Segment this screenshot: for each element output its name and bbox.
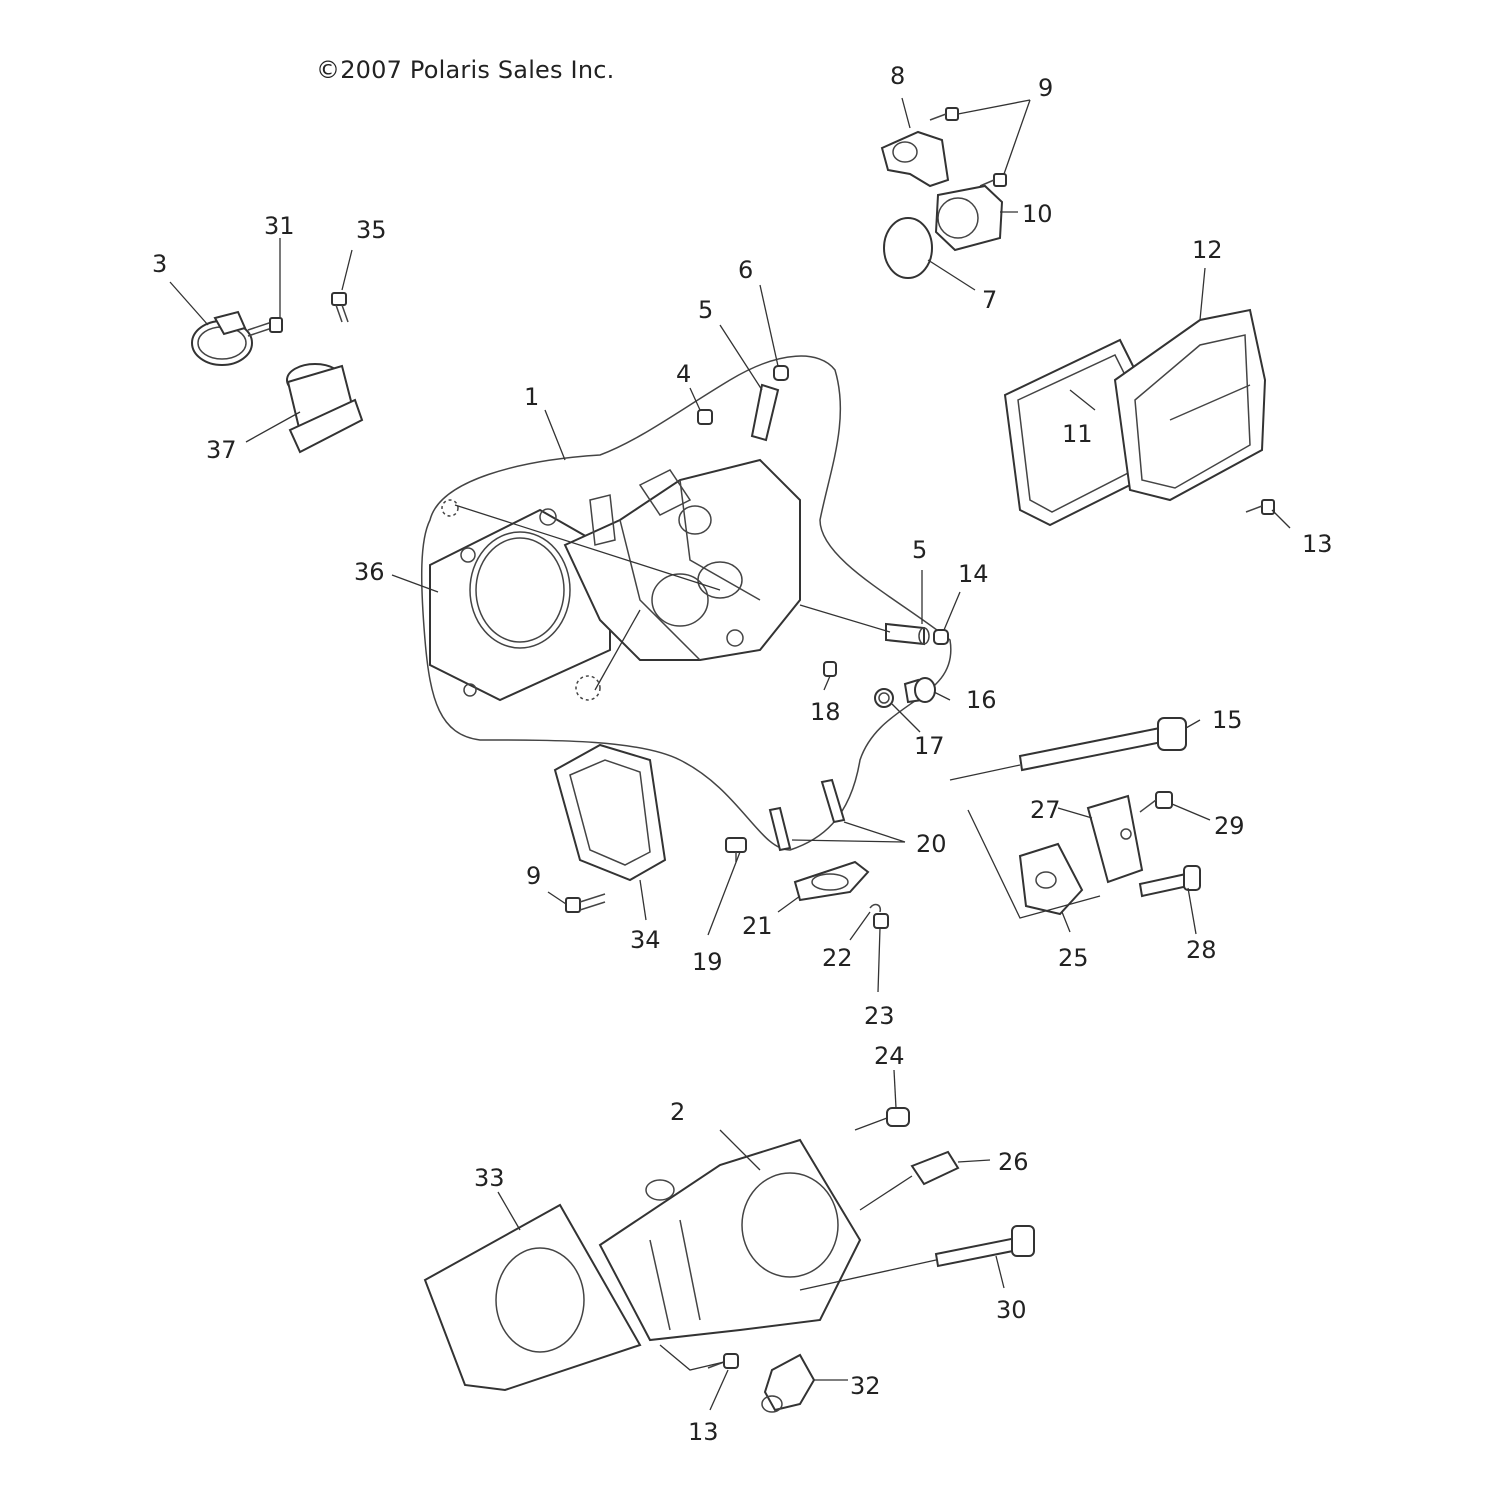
part-12-valve-cover: [1113, 308, 1267, 502]
part-28-bolt: [1138, 865, 1201, 898]
part-29-screw: [1139, 791, 1173, 813]
part-30-long-bolt: [934, 1225, 1035, 1268]
part-24-dowel: [886, 1107, 910, 1127]
callout-1: 1: [524, 383, 539, 411]
part-33-base-gasket: [423, 1203, 642, 1392]
part-10-housing: [934, 184, 1004, 252]
part-31-screw: [247, 317, 283, 337]
part-2-cylinder: [598, 1138, 862, 1342]
part-19-bolt: [725, 837, 747, 862]
part-36-head-gasket: [429, 508, 611, 702]
part-18-pin: [823, 661, 837, 677]
callout-22: 22: [822, 944, 853, 972]
callout-4: 4: [676, 360, 691, 388]
part-5-sleeve-right: [885, 622, 930, 646]
callout-8: 8: [890, 62, 905, 90]
part-23-plug: [873, 913, 889, 929]
part-27-bracket: [1086, 794, 1144, 884]
part-9-bolt-upper-a: [929, 107, 959, 121]
callout-31: 31: [264, 212, 295, 240]
leader-lines: [169, 97, 1291, 1411]
callout-29: 29: [1214, 812, 1245, 840]
part-20-studs: [768, 778, 846, 852]
callout-14: 14: [958, 560, 989, 588]
part-32-elbow: [761, 1353, 816, 1413]
callout-12: 12: [1192, 236, 1223, 264]
callout-19: 19: [692, 948, 723, 976]
callout-13-upper: 13: [1302, 530, 1333, 558]
part-16-plug: [903, 677, 936, 704]
part-37-intake-boot: [286, 363, 364, 454]
part-3-clamp: [191, 310, 253, 366]
callout-26: 26: [998, 1148, 1029, 1176]
callout-33: 33: [474, 1164, 505, 1192]
callout-13-lower: 13: [688, 1418, 719, 1446]
part-21-exhaust-gasket: [793, 860, 870, 902]
callout-27: 27: [1030, 796, 1061, 824]
callout-36: 36: [354, 558, 385, 586]
callout-20: 20: [916, 830, 947, 858]
part-13-bolt-cover: [1245, 499, 1275, 515]
callout-25: 25: [1058, 944, 1089, 972]
callout-21: 21: [742, 912, 773, 940]
part-6-cap: [773, 365, 789, 381]
callout-11: 11: [1062, 420, 1093, 448]
part-17-o-ring: [874, 688, 894, 708]
callout-10: 10: [1022, 200, 1053, 228]
callout-5-right: 5: [912, 536, 927, 564]
part-9-bolt-lower: [565, 893, 606, 913]
callout-35: 35: [356, 216, 387, 244]
part-26-fitting: [910, 1150, 960, 1186]
part-8-thermostat-housing: [880, 130, 950, 188]
part-9-bolt-upper-b: [979, 173, 1007, 187]
callout-6: 6: [738, 256, 753, 284]
callout-5-upper: 5: [698, 296, 713, 324]
part-1-cylinder-head: [441, 458, 801, 701]
callout-24: 24: [874, 1042, 905, 1070]
part-13-bolt-cylinder: [707, 1353, 739, 1369]
callout-23: 23: [864, 1002, 895, 1030]
part-5-sleeve-upper: [750, 383, 780, 442]
callout-9-upper: 9: [1038, 74, 1053, 102]
part-22-clip: [869, 903, 882, 913]
callout-3: 3: [152, 250, 167, 278]
callout-labels: 1 2 3 4 5 5 6 7 8 9 9 10 11 12 13 13 14 …: [152, 62, 1333, 1446]
callout-28: 28: [1186, 936, 1217, 964]
callout-37: 37: [206, 436, 237, 464]
part-4-dowel: [697, 409, 713, 425]
callout-15: 15: [1212, 706, 1243, 734]
copyright-text: ©2007 Polaris Sales Inc.: [316, 56, 615, 84]
callout-34: 34: [630, 926, 661, 954]
part-14-plug: [933, 629, 949, 645]
callout-30: 30: [996, 1296, 1027, 1324]
callout-18: 18: [810, 698, 841, 726]
callout-32: 32: [850, 1372, 881, 1400]
part-7-o-ring: [883, 217, 933, 279]
callout-16: 16: [966, 686, 997, 714]
part-15-long-bolt: [1018, 717, 1187, 772]
part-35-screw: [331, 292, 349, 323]
part-25-bracket: [1018, 842, 1084, 916]
callout-17: 17: [914, 732, 945, 760]
callout-9-lower: 9: [526, 862, 541, 890]
callout-2: 2: [670, 1098, 685, 1126]
callout-7: 7: [982, 286, 997, 314]
part-34-side-cover: [553, 743, 667, 882]
